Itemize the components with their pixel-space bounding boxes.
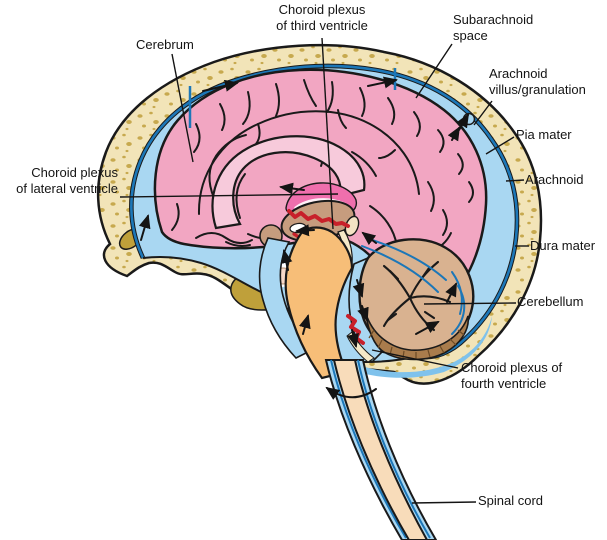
label-choroid-plexus-third-ventricle: Choroid plexus of third ventricle — [276, 2, 368, 33]
leader-third-ventricle — [321, 37, 334, 230]
brainstem — [284, 226, 354, 380]
cerebellum-region — [358, 238, 475, 361]
leader-lateral-ventricle — [119, 193, 339, 198]
leader-subarachnoid — [415, 43, 453, 99]
leader-pia-mater — [485, 136, 515, 155]
cisterna-magna — [342, 316, 492, 378]
leader-spinal-cord — [411, 501, 477, 504]
label-cerebellum: Cerebellum — [517, 294, 584, 309]
corpus-callosum — [211, 135, 366, 230]
leader-lines — [119, 37, 529, 504]
label-subarachnoid-space: Subarachnoid space — [453, 12, 534, 43]
label-arachnoid: Arachnoid — [525, 172, 584, 187]
label-pia-mater: Pia mater — [516, 127, 572, 142]
prepontine-csf-channel — [258, 237, 314, 359]
leader-villus — [473, 100, 493, 126]
label-spinal-cord: Spinal cord — [478, 493, 544, 508]
csf-flow-arrows — [138, 76, 470, 400]
label-cerebrum: Cerebrum — [136, 37, 194, 52]
leader-cerebellum — [423, 302, 517, 305]
leader-cerebrum — [171, 53, 194, 163]
label-arachnoid-villus-granulation: Arachnoid villus/granulation — [489, 66, 586, 97]
leader-fourth-ventricle — [371, 349, 459, 369]
spinal-cord-region — [324, 359, 438, 540]
label-dura-mater: Dura mater — [530, 238, 596, 253]
leader-arachnoid — [505, 179, 525, 182]
label-choroid-plexus-lateral-ventricle: Choroid plexus of lateral ventricle — [16, 165, 118, 196]
label-choroid-plexus-fourth-ventricle: Choroid plexus of fourth ventricle — [461, 360, 563, 391]
